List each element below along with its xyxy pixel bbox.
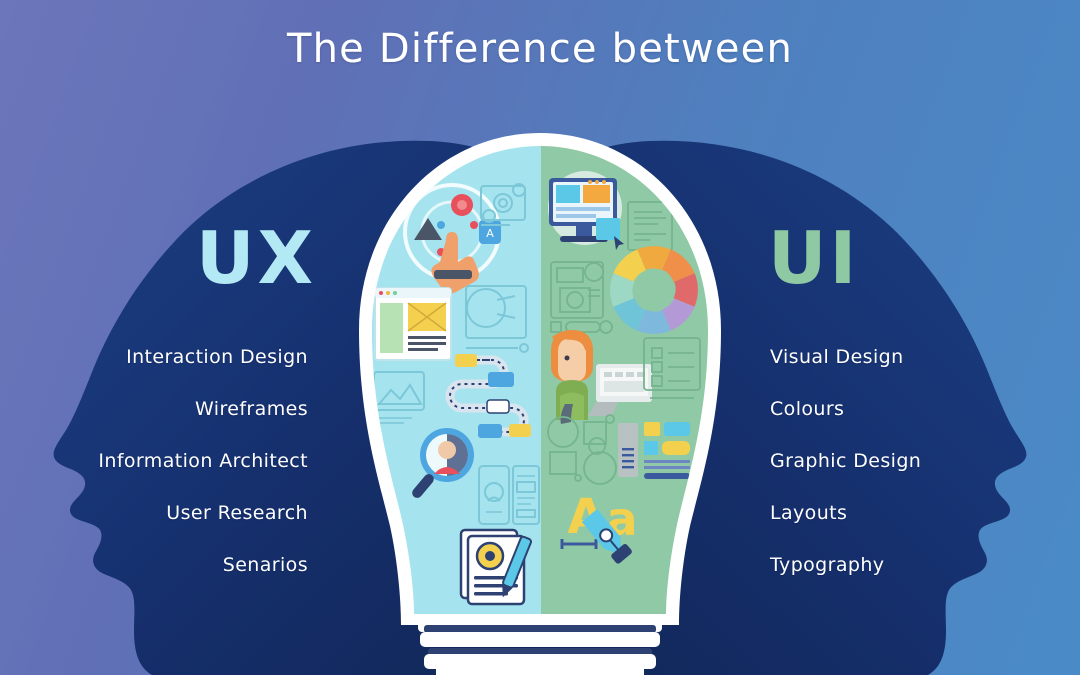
ui-term: Visual Design: [770, 346, 904, 368]
mobile-wireframe-icon: [478, 465, 540, 525]
designer-person-icon: [551, 330, 652, 424]
ux-term: Information Architect: [98, 450, 308, 472]
layout-blocks-icon: [618, 422, 690, 479]
ux-term-list: Interaction Design Wireframes Informatio…: [60, 348, 308, 575]
ui-term-list: Visual Design Colours Graphic Design Lay…: [770, 348, 1030, 575]
device-blueprint-icon: [550, 261, 613, 334]
ui-heading: UI: [768, 216, 860, 300]
ui-icon-cluster: A a: [547, 171, 701, 564]
wireframe-sketch-icon: [480, 183, 526, 226]
ui-term: Layouts: [770, 502, 848, 524]
ux-term: User Research: [166, 502, 308, 524]
ui-term: Graphic Design: [770, 450, 922, 472]
ux-heading: UX: [196, 216, 316, 300]
ux-term: Interaction Design: [126, 346, 308, 368]
ui-term: Colours: [770, 398, 845, 420]
touch-gesture-icon: A: [403, 183, 501, 294]
checklist-icon: [643, 337, 701, 399]
document-pen-icon: [459, 528, 532, 606]
ui-term: Typography: [770, 554, 885, 576]
blueprint-sketch-icon: [465, 285, 529, 353]
ux-term: Wireframes: [195, 398, 308, 420]
desktop-design-software-icon: [548, 171, 624, 250]
persona-magnifier-icon: [412, 428, 474, 498]
color-wheel-icon: [610, 246, 698, 334]
user-flow-diagram-icon: [445, 354, 531, 438]
ux-icon-cluster: A: [373, 183, 540, 606]
svg-text:A: A: [486, 227, 494, 240]
bulb-screw-base: [418, 618, 662, 675]
typography-pen-nib-icon: A a: [560, 489, 638, 564]
geometric-shapes-icon: [547, 414, 617, 485]
browser-mockup-icon: [374, 287, 452, 361]
ux-term: Senarios: [222, 554, 308, 576]
page-title: The Difference between: [286, 26, 793, 72]
